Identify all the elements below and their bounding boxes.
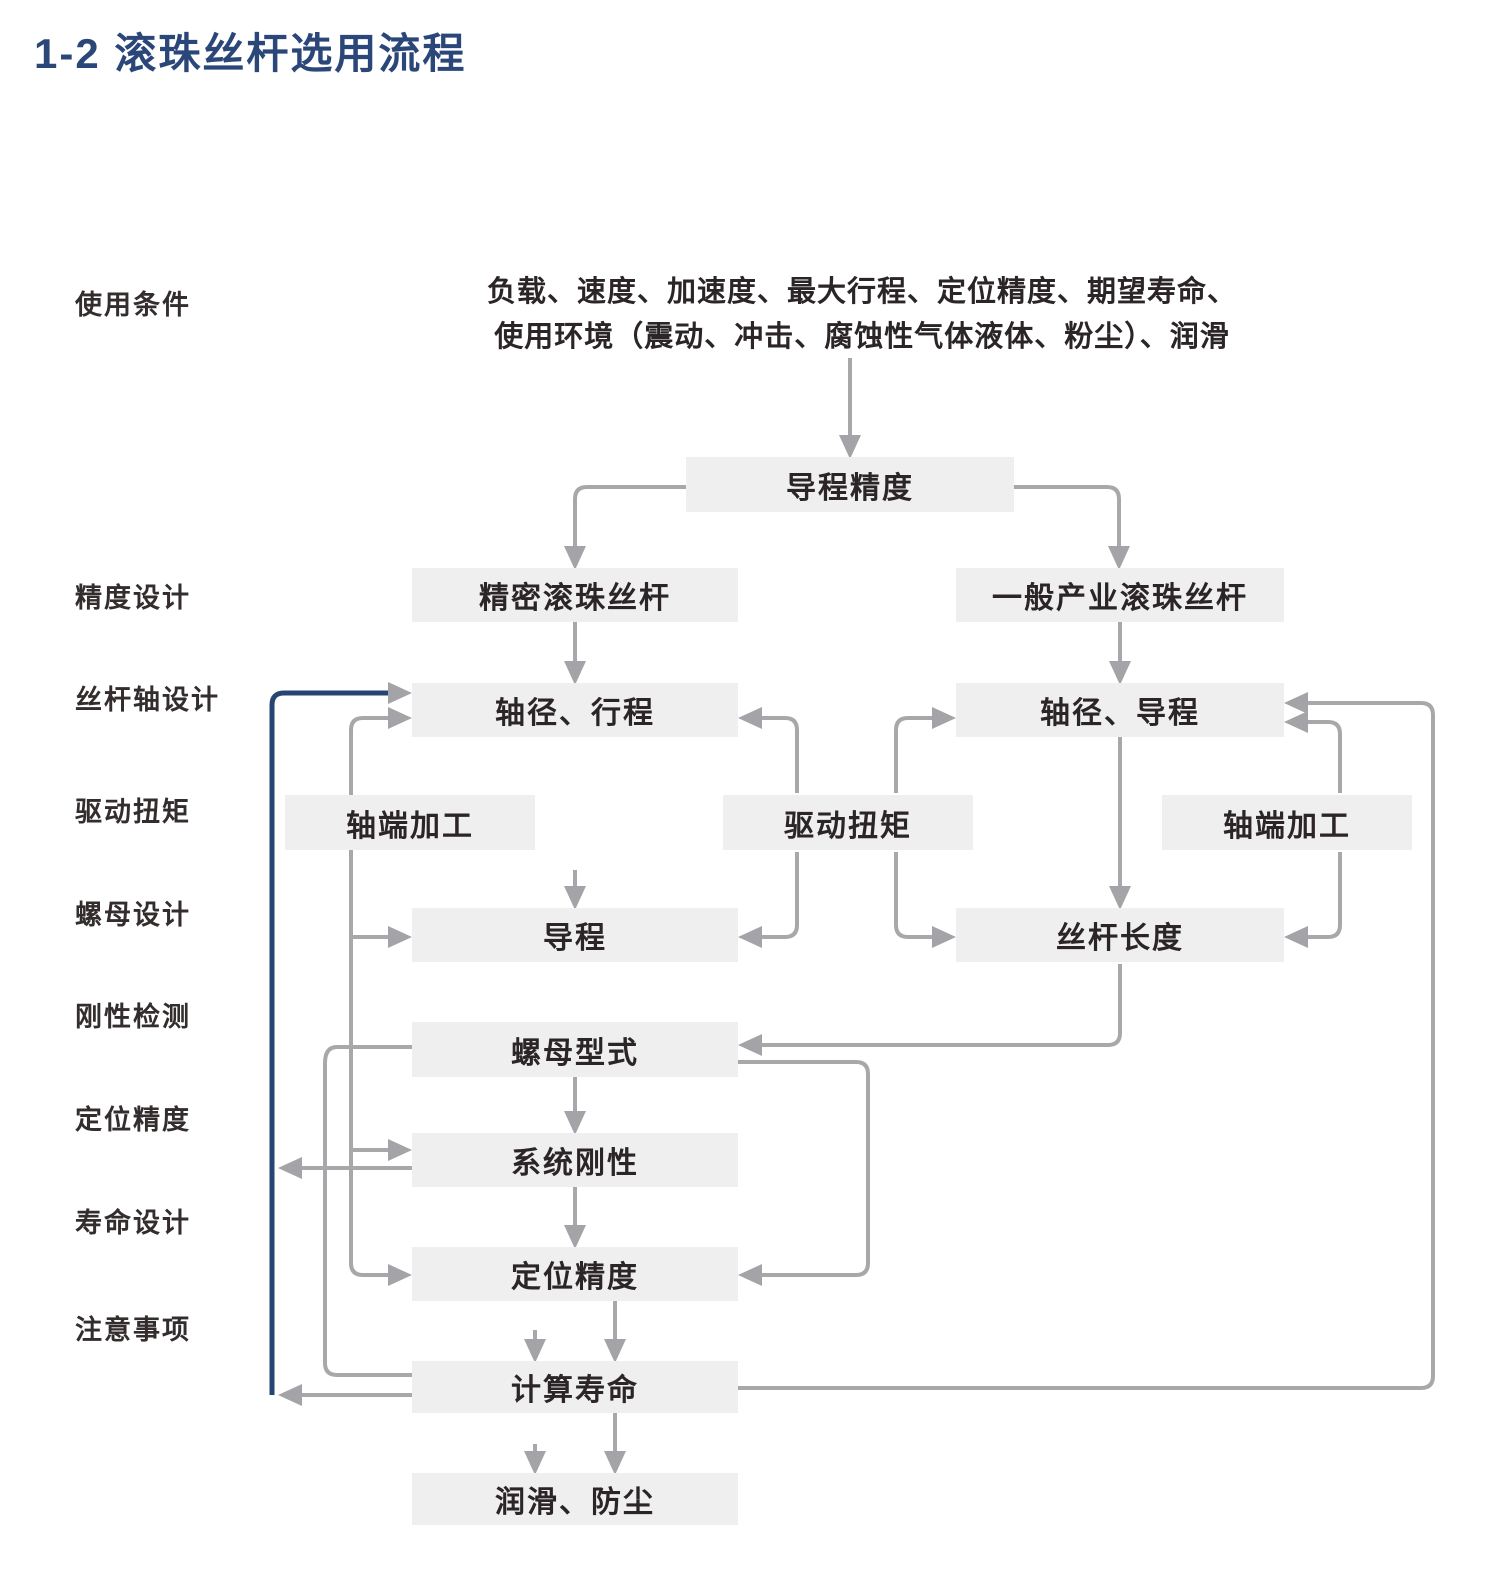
node-drive-torque: 驱动扭矩 (723, 795, 973, 850)
stage-label-precision: 精度设计 (75, 583, 191, 613)
conditions-line-1: 负载、速度、加速度、最大行程、定位精度、期望寿命、 (486, 276, 1237, 308)
stage-label-life: 寿命设计 (75, 1208, 191, 1238)
node-nut-type: 螺母型式 (412, 1022, 738, 1077)
stage-label-notes: 注意事项 (75, 1315, 191, 1345)
stage-label-conditions: 使用条件 (75, 290, 191, 320)
node-screw-length: 丝杆长度 (956, 908, 1284, 962)
stage-label-rigidity: 刚性检测 (75, 1002, 191, 1032)
page-title: 1-2 滚珠丝杆选用流程 (34, 30, 467, 77)
conditions-line-2: 使用环境（震动、冲击、腐蚀性气体液体、粉尘）、润滑 (494, 321, 1230, 353)
stage-label-positioning: 定位精度 (75, 1105, 191, 1135)
node-diameter-stroke: 轴径、行程 (412, 683, 738, 737)
node-precision-screw: 精密滚珠丝杆 (412, 568, 738, 622)
node-lead: 导程 (412, 908, 738, 962)
node-lead-accuracy: 导程精度 (686, 457, 1014, 512)
node-diameter-lead: 轴径、导程 (956, 683, 1284, 737)
gray-connectors (294, 358, 1435, 1452)
stage-label-shaft-design: 丝杆轴设计 (75, 685, 220, 715)
node-general-screw: 一般产业滚珠丝杆 (956, 568, 1284, 622)
stage-label-nut-design: 螺母设计 (75, 900, 191, 930)
node-lube-dust: 润滑、防尘 (412, 1473, 738, 1525)
node-shaft-end-right: 轴端加工 (1162, 795, 1412, 850)
usage-conditions-text: 负载、速度、加速度、最大行程、定位精度、期望寿命、 使用环境（震动、冲击、腐蚀性… (450, 270, 1274, 360)
arrowheads (278, 435, 1308, 1475)
node-positioning-accuracy: 定位精度 (412, 1247, 738, 1301)
node-shaft-end-left: 轴端加工 (285, 795, 535, 850)
node-system-rigidity: 系统刚性 (412, 1133, 738, 1187)
node-calc-life: 计算寿命 (412, 1361, 738, 1413)
stage-label-torque: 驱动扭矩 (75, 797, 191, 827)
feedback-loop-line (269, 690, 396, 1395)
